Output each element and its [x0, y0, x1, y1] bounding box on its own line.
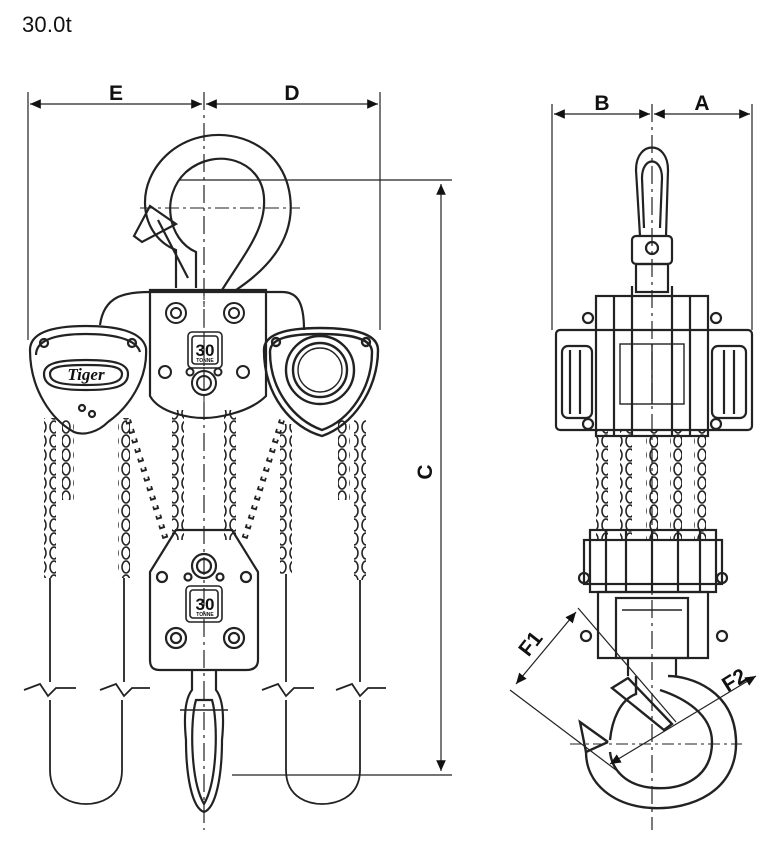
dimension-label-a: A: [694, 92, 709, 115]
hand-chain-loops: [23, 574, 386, 805]
dimension-label-d: D: [284, 82, 299, 105]
brand-logo: Tiger: [67, 365, 105, 384]
dimension-label-c: C: [414, 464, 437, 479]
dimension-label-b: B: [594, 92, 609, 115]
capacity-unit-bottom: TONNE: [196, 612, 214, 618]
left-gear-cover: [28, 324, 148, 435]
bottom-hook-side: [570, 674, 742, 810]
page-title: 30.0t: [22, 12, 72, 37]
right-brake-cover: [262, 326, 380, 438]
top-hook-side: [630, 146, 674, 294]
front-view: 30 TONNE Tiger: [23, 92, 452, 830]
dimension-f1-f2: [509, 607, 757, 771]
hand-chain-left: [44, 418, 130, 578]
dimension-c: [180, 179, 452, 776]
bottom-block: [148, 528, 260, 672]
capacity-label-bottom: 30: [196, 595, 215, 614]
hand-chain-right: [280, 420, 366, 580]
upper-housing-side: [554, 286, 754, 438]
top-hook: [132, 133, 300, 291]
capacity-plate-top: [187, 331, 223, 369]
capacity-unit-top: TONNE: [196, 358, 214, 364]
hoist-frame: [98, 288, 306, 420]
capacity-label-top: 30: [196, 341, 215, 360]
lower-block-side: [577, 528, 729, 676]
dimension-label-f1: F1: [514, 627, 547, 661]
load-chains-side: [596, 430, 706, 540]
frame-bolts: [158, 302, 250, 396]
bottom-hook-front: [180, 670, 228, 814]
dimension-label-e: E: [109, 82, 123, 105]
load-chains-front: [125, 410, 285, 541]
dimension-e-d: [27, 92, 381, 830]
side-view: [509, 104, 757, 830]
dimension-label-f2: F2: [718, 664, 751, 696]
